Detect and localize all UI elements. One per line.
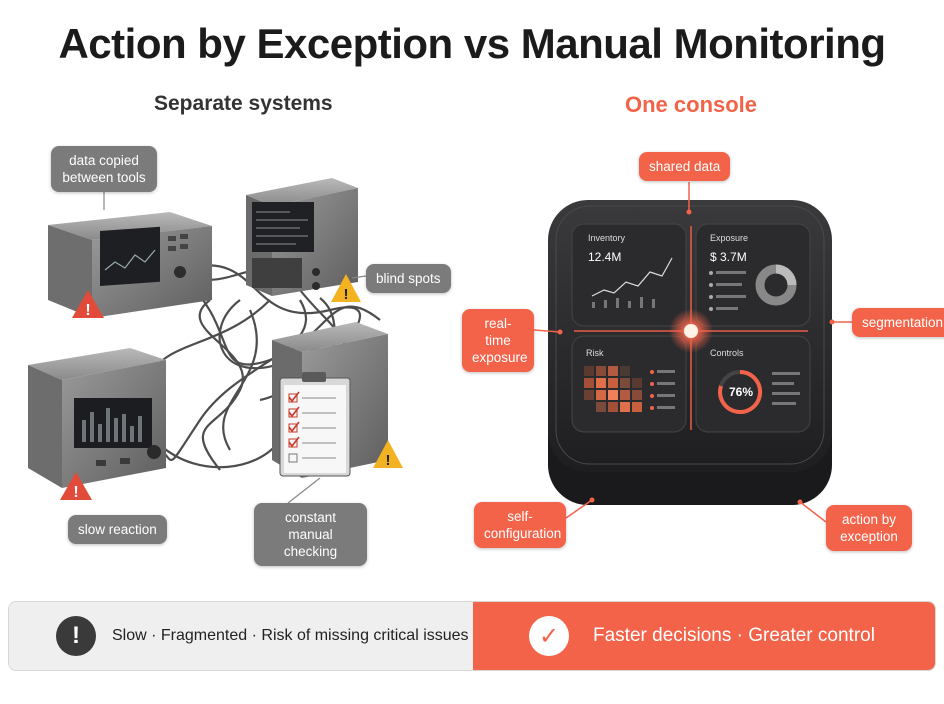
callout-real-time-exposure: real-time exposure [462, 309, 534, 372]
exclamation-icon: ! [56, 616, 96, 656]
checklist [288, 391, 336, 463]
risk-heatmap [584, 366, 642, 412]
risk-label: Risk [586, 348, 604, 358]
console-device [548, 200, 832, 505]
banner-right-text: Faster decisions · Greater control [593, 625, 875, 646]
svg-text:!: ! [85, 302, 90, 319]
warning-icon: ! [373, 440, 403, 469]
callout-self-configuration: self-configuration [474, 502, 566, 548]
callout-action-by-exception: action by exception [826, 505, 912, 551]
inventory-label: Inventory [588, 233, 626, 243]
callout-shared-data: shared data [639, 152, 731, 181]
callout-slow-reaction: slow reaction [68, 515, 167, 544]
right-heading: One console [625, 92, 758, 117]
device-bottom-left [28, 348, 166, 488]
controls-value: 76% [729, 385, 754, 399]
banner-left: ! Slow · Fragmented · Risk of missing cr… [9, 602, 473, 670]
svg-text:!: ! [73, 484, 78, 501]
illustration: ! ! ! [28, 178, 852, 523]
callout-data-copied: data copied between tools [51, 146, 157, 192]
exposure-value: $ 3.7M [710, 250, 747, 264]
exposure-label: Exposure [710, 233, 749, 243]
device-top-left [48, 212, 212, 318]
device-bottom-center [272, 322, 388, 478]
page-title: Action by Exception vs Manual Monitoring [58, 20, 886, 67]
device-top-center [246, 178, 358, 296]
banner-left-text: Slow · Fragmented · Risk of missing crit… [112, 627, 469, 644]
controls-label: Controls [710, 348, 744, 358]
checkmark-icon: ✓ [529, 616, 569, 656]
warning-icon: ! [72, 290, 104, 319]
warning-icon: ! [331, 274, 361, 303]
callout-segmentation: segmentation [852, 308, 944, 337]
summary-banner: ! Slow · Fragmented · Risk of missing cr… [8, 601, 936, 671]
svg-text:!: ! [386, 452, 391, 469]
callout-manual-checking: constant manual checking [254, 503, 367, 566]
svg-text:!: ! [344, 286, 349, 303]
banner-right: ✓ Faster decisions · Greater control [473, 602, 935, 670]
inventory-value: 12.4M [588, 250, 622, 264]
callout-blind-spots: blind spots [366, 264, 451, 293]
left-heading: Separate systems [154, 92, 333, 115]
warning-icon: ! [60, 472, 92, 501]
